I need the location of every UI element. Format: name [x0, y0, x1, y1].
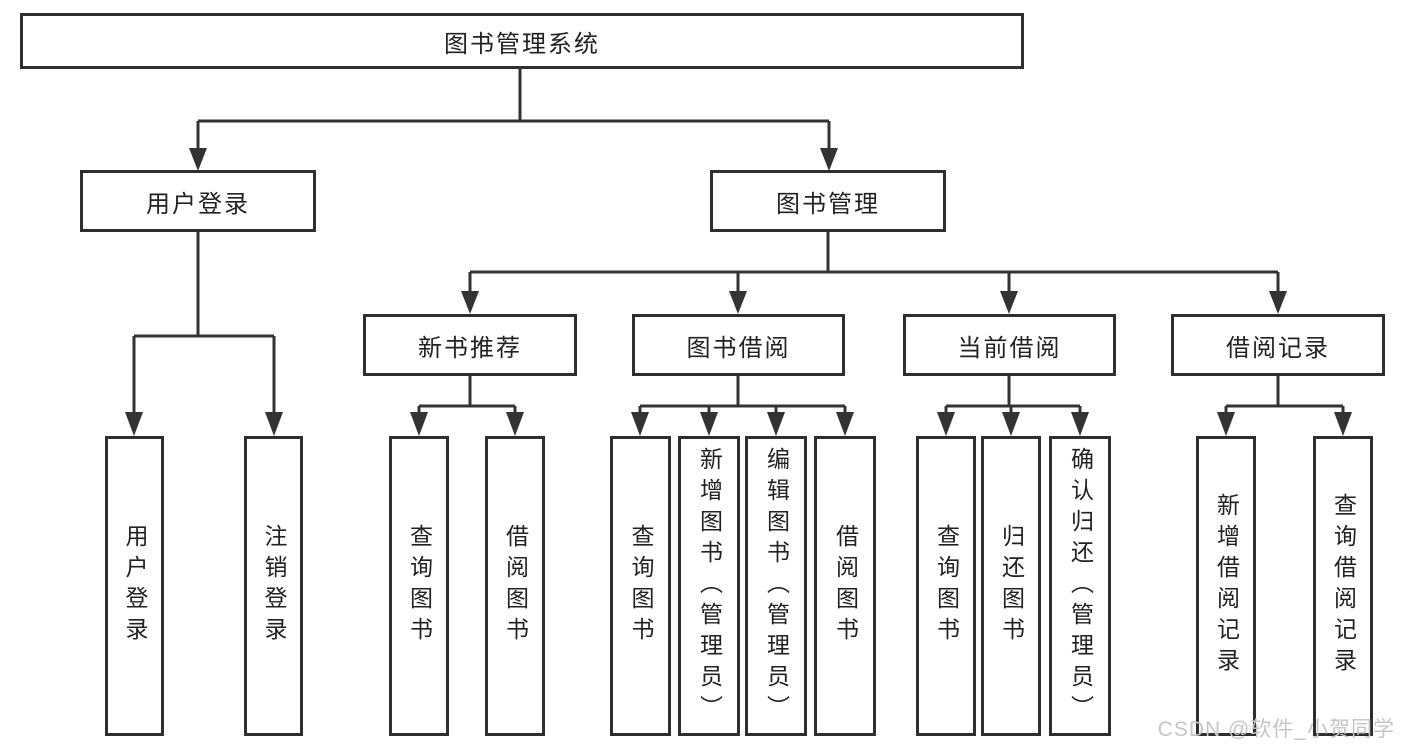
node-label: 用户登录: [122, 524, 148, 648]
node-label: 归还图书: [998, 524, 1025, 648]
node-borrowing-records: 借阅记录: [1171, 314, 1385, 376]
node-label: 用户登录: [146, 190, 250, 218]
node-label: 图书管理系统: [444, 30, 600, 58]
node-label: 新增图书（管理员）: [696, 446, 723, 726]
node-label: 查询图书: [406, 524, 433, 648]
node-book-borrowing: 图书借阅: [632, 314, 845, 376]
node-user-login: 用户登录: [80, 170, 316, 232]
leaf-query-borrow-record: 查询借阅记录: [1313, 436, 1373, 736]
node-label: 借阅图书: [832, 524, 859, 648]
leaf-logout: 注销登录: [244, 436, 303, 736]
node-label: 新书推荐: [418, 334, 522, 362]
node-label: 新增借阅记录: [1213, 493, 1240, 679]
node-label: 查询图书: [628, 524, 654, 648]
node-label: 借阅图书: [502, 524, 529, 648]
node-label: 图书借阅: [686, 334, 791, 362]
leaf-add-books-admin: 新增图书（管理员）: [678, 436, 740, 736]
node-label: 图书管理: [776, 190, 880, 218]
leaf-edit-books-admin: 编辑图书（管理员）: [745, 436, 807, 736]
leaf-borrow-books-recommend: 借阅图书: [485, 436, 545, 736]
node-new-book-recommendation: 新书推荐: [363, 314, 577, 376]
node-current-borrowing: 当前借阅: [903, 314, 1116, 376]
node-label: 当前借阅: [957, 334, 1062, 362]
leaf-borrow-books-borrowing: 借阅图书: [814, 436, 876, 736]
leaf-user-login: 用户登录: [105, 436, 164, 736]
node-label: 确认归还（管理员）: [1067, 446, 1094, 726]
leaf-return-books: 归还图书: [981, 436, 1041, 736]
node-book-management: 图书管理: [710, 170, 946, 232]
node-label: 借阅记录: [1226, 334, 1330, 362]
node-label: 注销登录: [261, 524, 287, 648]
leaf-query-books-current: 查询图书: [916, 436, 976, 736]
node-label: 编辑图书（管理员）: [763, 446, 790, 726]
node-label: 查询借阅记录: [1330, 493, 1357, 679]
node-library-management-system: 图书管理系统: [20, 13, 1024, 69]
leaf-query-books-recommend: 查询图书: [389, 436, 449, 736]
watermark: CSDN @软件_小贺同学: [1157, 718, 1395, 741]
leaf-add-borrow-record: 新增借阅记录: [1196, 436, 1256, 736]
leaf-query-books-borrowing: 查询图书: [610, 436, 671, 736]
leaf-confirm-return-admin: 确认归还（管理员）: [1049, 436, 1111, 736]
node-label: 查询图书: [933, 524, 960, 648]
